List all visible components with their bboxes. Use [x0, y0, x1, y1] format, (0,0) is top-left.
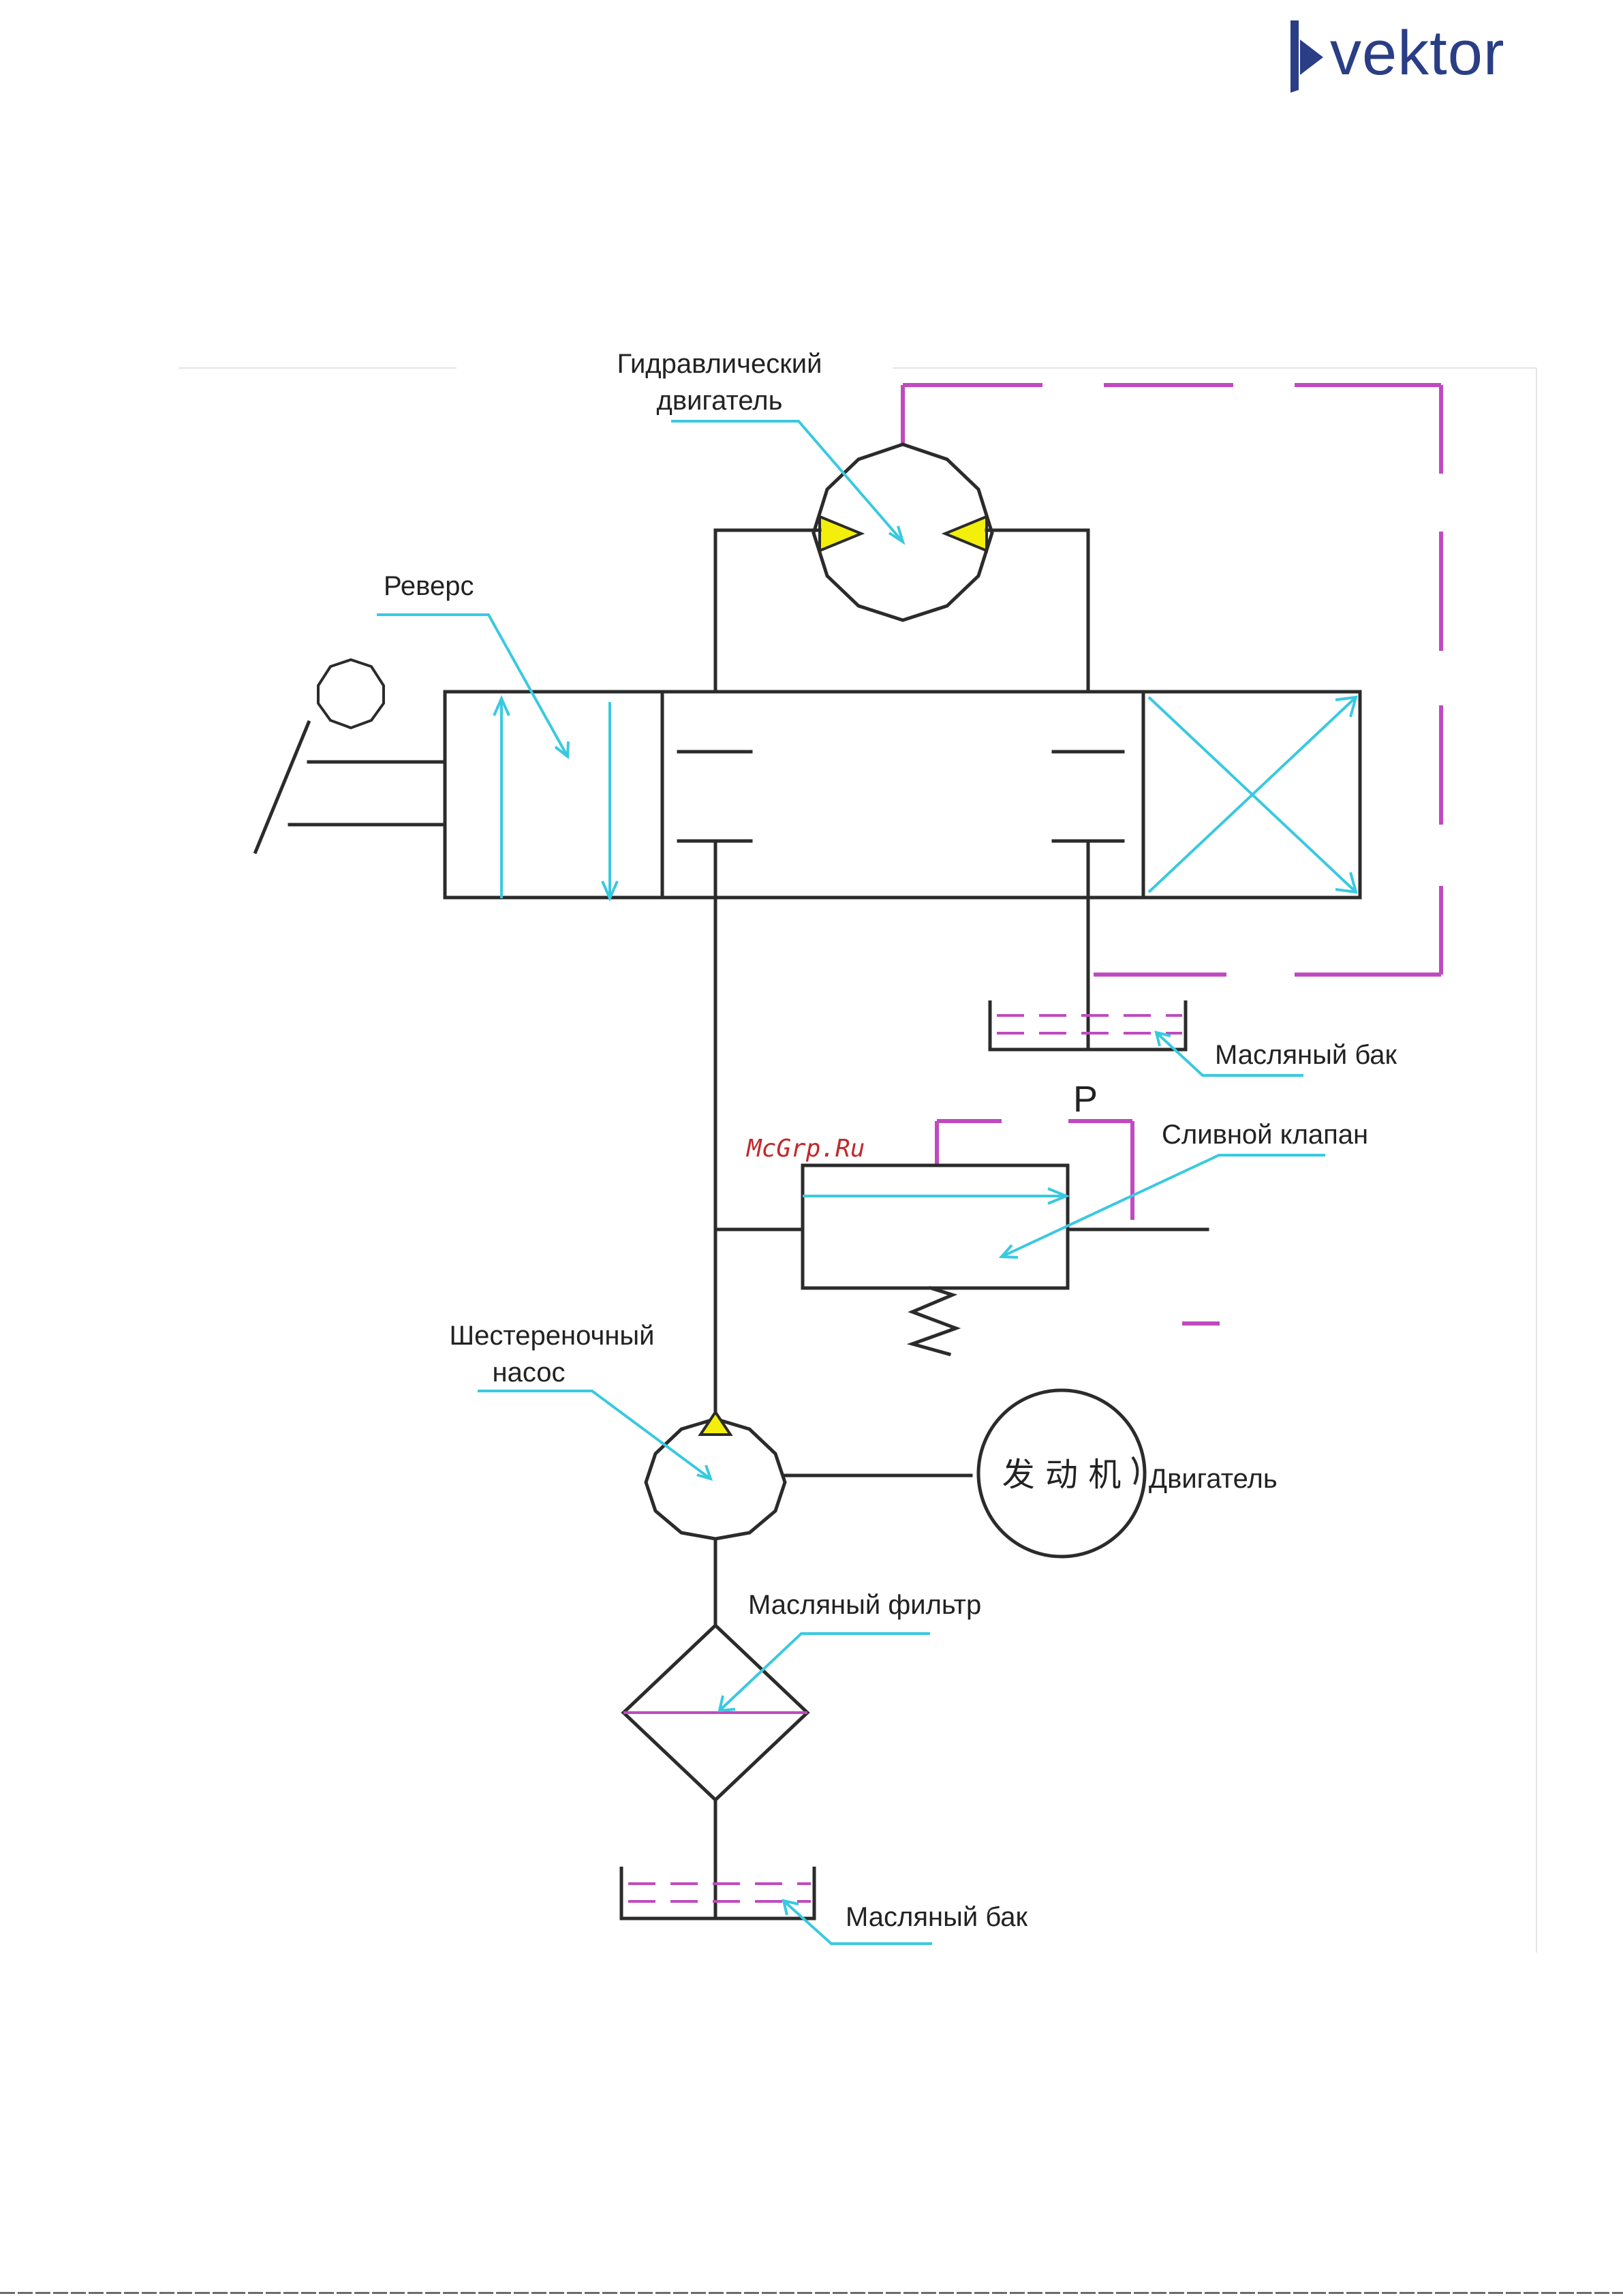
engine-chinese-label: 发 动 机: [1002, 1456, 1122, 1494]
label-leaders: [377, 421, 1325, 1944]
label-oil-tank-upper: Масляный бак: [1215, 1040, 1397, 1070]
gear-pump: [646, 1412, 785, 1539]
label-gear-pump-line2: насос: [492, 1358, 565, 1388]
label-relief-valve: Сливной клапан: [1162, 1120, 1368, 1150]
relief-valve: [803, 1165, 1068, 1288]
page-bottom-rule: [0, 2292, 1623, 2294]
label-oil-filter: Масляный фильтр: [748, 1590, 981, 1620]
oil-filter: [623, 1625, 807, 1800]
leader-reverse: [377, 615, 568, 756]
label-engine: Двигатель: [1149, 1464, 1278, 1494]
valve-handle-knob-icon: [318, 660, 384, 728]
reverse-valve: [318, 660, 1360, 898]
watermark: McGrp.Ru: [745, 1135, 865, 1163]
label-reverse: Реверс: [384, 571, 474, 601]
label-pressure-port: P: [1073, 1079, 1098, 1120]
label-hydraulic-motor-line1: Гидравлический: [617, 349, 822, 379]
label-gear-pump-line1: Шестереночный: [450, 1321, 655, 1351]
label-hydraulic-motor-line2: двигатель: [657, 386, 783, 416]
label-oil-tank-lower: Масляный бак: [846, 1902, 1028, 1932]
leader-relief-valve: [1002, 1155, 1325, 1257]
